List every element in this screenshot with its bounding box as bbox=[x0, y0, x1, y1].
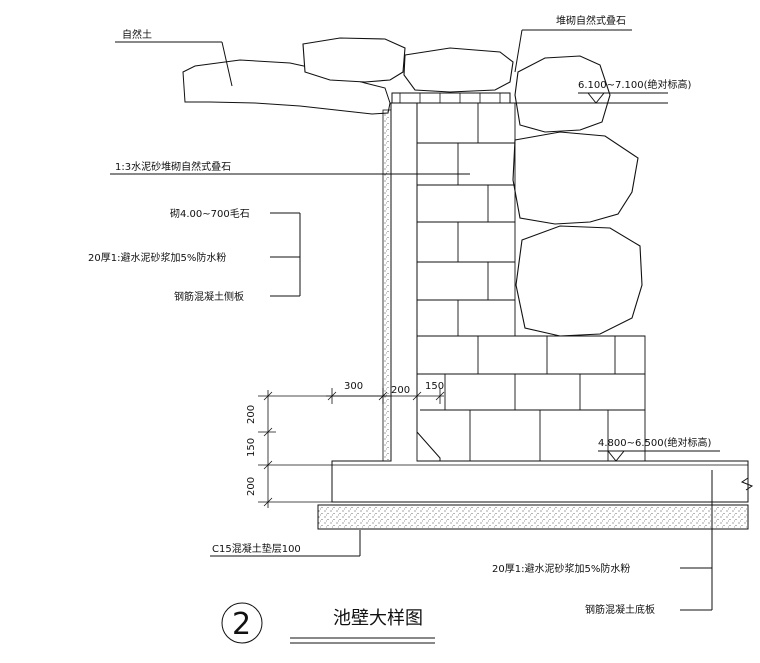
dimension-lines bbox=[258, 388, 445, 508]
label-c15-cushion: C15混凝土垫层100 bbox=[212, 542, 301, 555]
label-mortar-rock: 1:3水泥砂堆砌自然式叠石 bbox=[115, 160, 231, 173]
break-mark bbox=[740, 477, 754, 491]
dim-150-vertical: 150 bbox=[246, 438, 257, 457]
drawing-title: 池壁大样图 bbox=[333, 608, 423, 629]
dim-300: 300 bbox=[344, 381, 363, 392]
dim-200-vertical-bottom: 200 bbox=[246, 477, 257, 496]
detail-number-circle bbox=[221, 602, 263, 644]
elevation-marker-top bbox=[520, 92, 668, 104]
label-elevation-top: 6.100~7.100(绝对标高) bbox=[578, 78, 692, 91]
c15-cushion-layer bbox=[317, 504, 749, 530]
label-waterproof-floor: 20厚1:避水泥砂浆加5%防水粉 bbox=[492, 562, 630, 575]
label-rc-floor: 钢筋混凝土底板 bbox=[585, 603, 655, 616]
drawing-title-block: 2 池壁大样图 bbox=[221, 602, 435, 644]
label-natural-soil: 自然土 bbox=[122, 28, 152, 41]
dim-200-horizontal: 200 bbox=[391, 385, 410, 396]
dim-200-vertical-top: 200 bbox=[246, 405, 257, 424]
leader-lines bbox=[110, 29, 713, 611]
label-elevation-bottom: 4.800~6.500(绝对标高) bbox=[598, 436, 712, 449]
concrete-wall-and-slab bbox=[331, 102, 749, 503]
elevation-marker-bottom bbox=[598, 450, 720, 462]
label-stacked-rock: 堆砌自然式叠石 bbox=[556, 14, 626, 27]
natural-soil-layer bbox=[182, 59, 391, 115]
coping-strip bbox=[391, 92, 520, 104]
label-rubble: 砌4.00~700毛石 bbox=[170, 208, 250, 220]
stacked-rocks bbox=[302, 37, 643, 337]
label-rc-wall: 钢筋混凝土侧板 bbox=[174, 290, 244, 303]
dim-150-horizontal: 150 bbox=[425, 381, 444, 392]
detail-number: 2 bbox=[232, 607, 251, 642]
label-waterproof-wall: 20厚1:避水泥砂浆加5%防水粉 bbox=[88, 251, 226, 264]
